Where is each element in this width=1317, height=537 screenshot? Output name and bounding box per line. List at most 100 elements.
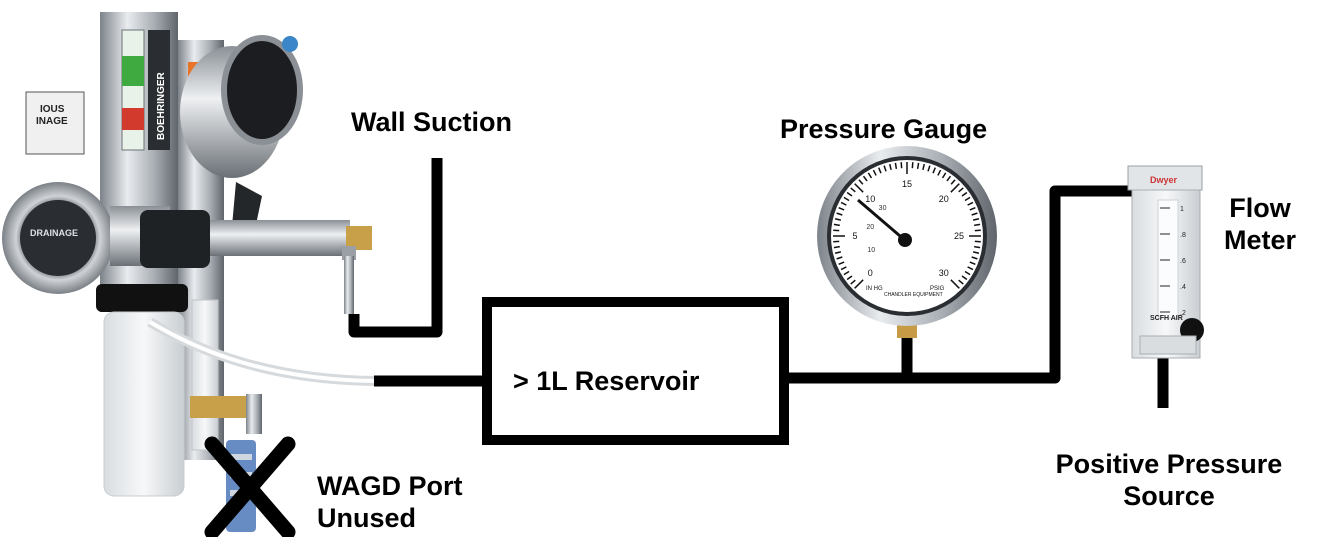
device-knob-text: DRAINAGE	[30, 228, 78, 238]
gauge-tick	[843, 270, 850, 276]
flowmeter-scale-number: .8	[1180, 232, 1186, 239]
device-red-band	[122, 108, 144, 130]
gauge-tick	[858, 179, 864, 185]
reservoir-to-flowmeter-line	[784, 185, 1132, 384]
reservoir-label: > 1L Reservoir	[513, 366, 700, 396]
flow-meter-label: Flow Meter	[1212, 192, 1308, 256]
gauge-tick	[862, 175, 868, 182]
device-side-tube	[191, 299, 219, 451]
gauge-tick	[950, 183, 960, 193]
gauge-tick	[964, 270, 971, 276]
gauge-needle	[857, 198, 908, 244]
gauge-tick	[883, 165, 887, 172]
device-collar	[96, 284, 188, 312]
flowmeter-scale-number: .2	[1180, 310, 1186, 317]
gauge-tick	[967, 201, 974, 206]
gauge-tick	[922, 163, 926, 171]
flow-meter-label-line-2: Meter	[1223, 225, 1297, 255]
gauge-tick	[834, 251, 842, 255]
gauge-tick	[872, 169, 877, 176]
gauge-tick	[846, 275, 853, 281]
gauge-tick	[836, 212, 843, 216]
gauge-tick	[838, 261, 845, 266]
flow-meter-label-line-1: Flow	[1229, 193, 1291, 223]
device-brand-text: BOEHRINGER	[156, 71, 167, 140]
wagd-port-label-line-1: WAGD Port	[317, 471, 463, 501]
gauge-tick	[964, 196, 971, 202]
gauge-tick	[877, 167, 882, 174]
gauge-number: 10	[865, 194, 875, 204]
gauge-number: 30	[939, 268, 949, 278]
gauge-tick	[969, 261, 976, 266]
gauge-tick	[843, 196, 850, 202]
gauge-unit-right: PSIG	[930, 286, 945, 292]
gauge-tick	[971, 212, 978, 216]
wagd-port-label-line-2: Unused	[317, 503, 417, 533]
gauge-unit-left: IN HG	[866, 286, 883, 292]
gauge-tick	[946, 175, 952, 182]
gauge-inner-number: 10	[867, 247, 875, 254]
gauge-tick	[850, 279, 856, 285]
gauge-tick	[961, 275, 968, 281]
gauge-maker: CHANDLER EQUIPMENT	[884, 292, 943, 298]
gauge-tick	[846, 191, 853, 197]
gauge-tick	[894, 162, 898, 169]
gauge-tick	[840, 266, 847, 271]
gauge-tick	[836, 256, 843, 260]
gauge-tick	[972, 251, 980, 255]
device-arm	[210, 220, 350, 256]
wagd-port-label: WAGD Port Unused	[317, 470, 463, 534]
gauge-number: 25	[954, 231, 964, 241]
positive-pressure-label-line-2: Source	[1123, 481, 1215, 511]
device-black-block	[140, 210, 210, 268]
device-green-band	[122, 56, 144, 86]
gauge-tick	[941, 172, 947, 179]
gauge-tick	[937, 169, 942, 176]
gauge-tick	[916, 162, 920, 169]
flow-meter-device: Dwyer 1.8.6.4.2 SCFH AIR	[1127, 165, 1204, 359]
gauge-tick	[833, 245, 840, 249]
gauge-tick	[838, 206, 845, 211]
device-window	[121, 29, 145, 151]
gauge-inner-number: 20	[866, 224, 874, 231]
device-blue-cap	[282, 36, 298, 52]
gauge-tick	[854, 279, 864, 289]
gauge-tick	[833, 223, 840, 227]
device-side-plate	[25, 91, 85, 155]
device-top-cylinder-face	[221, 35, 303, 145]
gauge-tick	[958, 187, 964, 193]
device-side-text-2: INAGE	[36, 116, 68, 127]
flowmeter-unit: SCFH AIR	[1150, 315, 1183, 322]
gauge-tick	[950, 179, 956, 185]
flowmeter-scale: 1.8.6.4.2	[1160, 206, 1186, 317]
flowmeter-scale-number: .4	[1180, 284, 1186, 291]
flowmeter-scale-number: 1	[1180, 206, 1184, 213]
gauge-tick	[974, 245, 981, 249]
gauge-tick	[854, 183, 864, 193]
gauge-number: 20	[939, 194, 949, 204]
gauge-tick	[950, 279, 960, 289]
gauge-tick	[927, 165, 931, 172]
positive-pressure-label-line-1: Positive Pressure	[1055, 449, 1283, 479]
flowmeter-tube	[1157, 199, 1179, 319]
gauge-number: 15	[902, 179, 912, 189]
device-side-text-1: IOUS	[40, 104, 65, 115]
gauge-tick	[888, 163, 892, 171]
gauge-tick	[969, 206, 976, 211]
flowmeter-brand: Dwyer	[1150, 175, 1178, 185]
gauge-tick	[850, 187, 856, 193]
gauge-tick-marks	[833, 162, 981, 289]
suction-regulator-device: BOEHRINGER IOUS INAGE DRAINAGE	[2, 12, 377, 532]
gauge-tick	[974, 223, 981, 227]
wall-suction-line	[348, 158, 443, 338]
connection-lines	[348, 158, 1169, 408]
reservoir-box	[482, 297, 789, 445]
gauge-tick	[958, 279, 964, 285]
gauge-tick	[867, 172, 873, 179]
wall-suction-label: Wall Suction	[351, 107, 512, 137]
gauge-hub	[898, 233, 912, 247]
gauge-tick	[972, 217, 980, 221]
